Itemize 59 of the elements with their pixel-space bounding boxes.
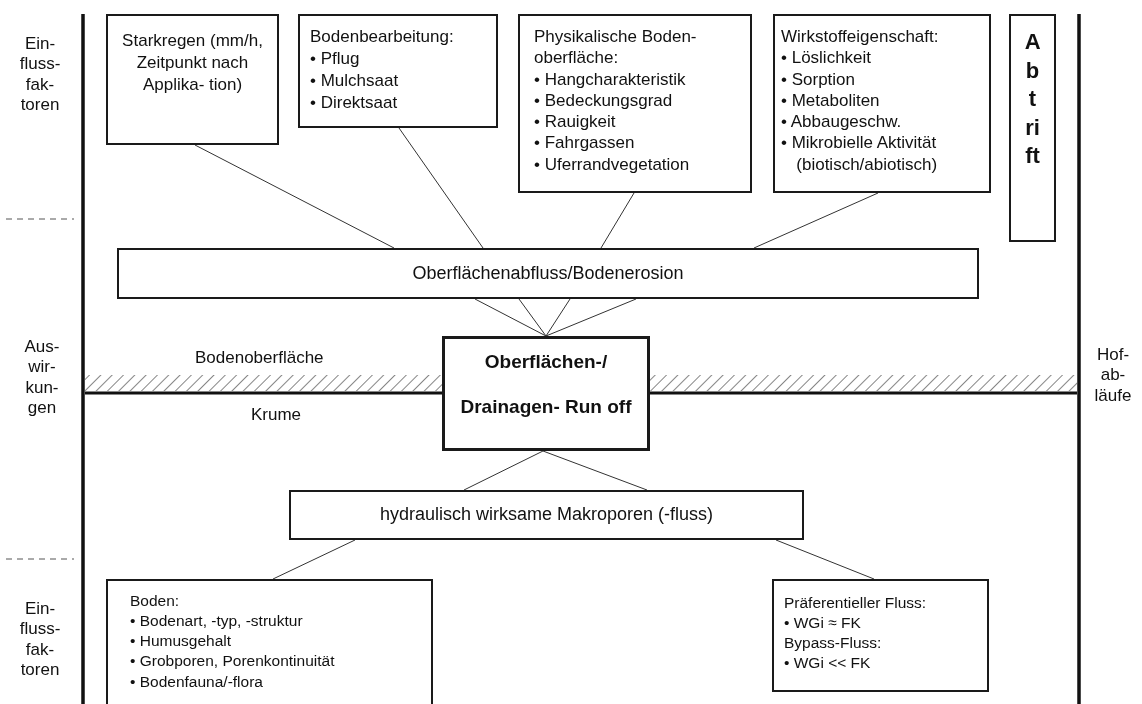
box-text: Drainagen- Run off [460, 394, 632, 419]
connector-line [398, 127, 484, 249]
bullet-item: • Uferrandvegetation [534, 153, 691, 175]
bullet-item: • Mulchsaat [310, 70, 400, 93]
bullet-item: • Metaboliten [781, 89, 881, 111]
connector-line [272, 539, 356, 580]
connector-line [474, 298, 547, 337]
factor-box [442, 336, 650, 451]
connector-line [545, 298, 571, 337]
side-label: Krume [251, 405, 303, 426]
bullet-item: • WGi << FK [784, 653, 871, 674]
box-text: Wirkstoffeigenschaft: [781, 26, 939, 48]
vertical-label-box [1009, 14, 1056, 242]
bullet-item: • Mikrobielle Aktivität (biotisch/abiotisch) [781, 132, 939, 175]
box-text: Bodenbearbeitung: [310, 26, 454, 48]
bullet-item: • Fahrgassen [534, 132, 636, 154]
bullet-item: • Grobporen, Porenkontinuität [130, 651, 335, 672]
box-text: Starkregen (mm/h, Zeitpunkt nach Applika- tion) [121, 30, 264, 97]
connector-line [542, 450, 648, 491]
side-label: Bodenoberfläche [195, 348, 325, 369]
bullet-item: • Hangcharakteristik [534, 68, 687, 90]
box-text: Oberflächen-/ [484, 350, 608, 374]
bullet-item: • Abbaugeschw. [781, 111, 903, 133]
side-label: Hof- ab- läufe [1093, 345, 1133, 407]
box-text: hydraulisch wirksame Makroporen (-fluss) [379, 504, 714, 526]
box-text: Präferentieller Fluss: [784, 593, 927, 613]
factor-box [289, 490, 804, 540]
side-label: Ein- fluss- fak- toren [18, 34, 62, 116]
factor-box [117, 248, 979, 299]
factor-box [772, 579, 989, 692]
factor-box [773, 14, 991, 193]
bullet-item: • Pflug [310, 48, 361, 71]
bullet-item: • Humusgehalt [130, 631, 233, 652]
side-label: Ein- fluss- fak- toren [18, 599, 62, 681]
factor-box [518, 14, 752, 193]
connector-line [518, 298, 547, 337]
factor-box [298, 14, 498, 128]
box-text: Bypass-Fluss: [784, 633, 882, 654]
bullet-item: • Rauigkeit [534, 111, 617, 133]
bullet-item: • WGi ≈ FK [784, 613, 861, 634]
bullet-item: • Sorption [781, 68, 856, 90]
factor-box [106, 579, 433, 704]
connector-line [463, 450, 544, 491]
bullet-item: • Direktsaat [310, 92, 399, 115]
connector-line [545, 298, 637, 337]
factor-box [106, 14, 279, 145]
box-text: Physikalische Boden- oberfläche: [534, 26, 698, 69]
box-text: Boden: [130, 591, 180, 611]
bullet-item: • Bedeckungsgrad [534, 89, 674, 111]
box-text: Abtrift [1024, 28, 1041, 171]
bullet-item: • Bodenfauna/-flora [130, 671, 263, 692]
connector-line [600, 192, 635, 249]
bullet-item: • Bodenart, -typ, -struktur [130, 611, 303, 632]
connector-line [775, 539, 875, 580]
side-label: Aus- wir- kun- gen [23, 337, 61, 419]
bullet-item: • Löslichkeit [781, 47, 873, 69]
box-text: Oberflächenabfluss/Bodenerosion [412, 262, 684, 285]
connector-line [753, 192, 879, 249]
connector-line [194, 144, 395, 249]
